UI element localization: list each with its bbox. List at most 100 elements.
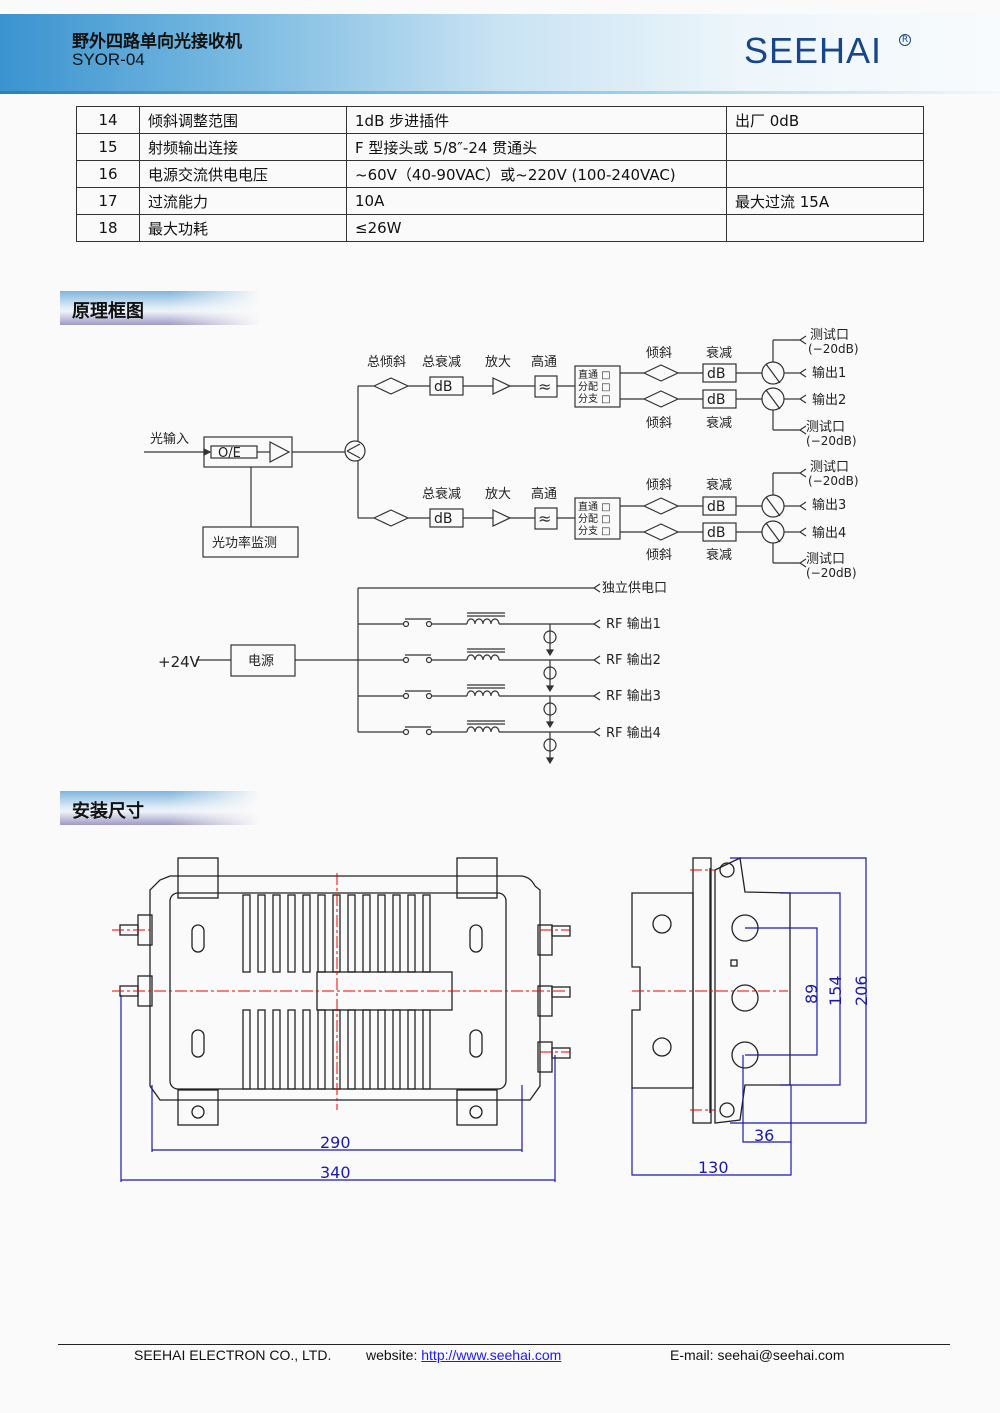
spec-note: 最大过流 15A: [726, 187, 924, 215]
highpass-icon: ≈: [538, 509, 551, 528]
switch-contact: [402, 728, 410, 736]
power-diagram: [196, 583, 601, 765]
tilt-icon: [372, 509, 410, 527]
page-header: [0, 14, 1000, 94]
row-number: 15: [76, 133, 140, 161]
power-monitor-box: [202, 526, 299, 558]
atten-label: 衰减: [706, 477, 732, 493]
spec-value: ≤26W: [346, 214, 727, 242]
inductor-icon: [466, 654, 500, 661]
spec-value: 10A: [346, 187, 727, 215]
test-port-label: 测试口: [810, 328, 849, 343]
port-arrow-icon: [798, 335, 807, 345]
website-label: website:: [366, 1347, 422, 1363]
amplifier-icon: [492, 377, 512, 395]
highpass-label: 高通: [531, 486, 557, 502]
rf-output-label: RF 输出3: [606, 688, 661, 704]
oe-label: O/E: [218, 446, 241, 461]
website-link[interactable]: http://www.seehai.com: [421, 1347, 562, 1363]
amplifier-icon: [492, 509, 512, 527]
port-arrow-icon: [592, 619, 601, 629]
amplifier-icon: [269, 441, 291, 463]
row-number: 14: [76, 106, 140, 134]
section-heading-block-diagram: 原理框图: [60, 291, 260, 325]
splitter-icon: [344, 440, 366, 462]
registered-mark: R: [899, 34, 911, 46]
output-label: 输出4: [812, 525, 846, 541]
port-arrow-icon: [592, 655, 601, 665]
tilt-label: 倾斜: [646, 346, 672, 361]
ground-arrow-icon: [545, 685, 555, 693]
switch-selector-box: [574, 365, 621, 408]
total-atten-label: 总衰减: [422, 486, 461, 502]
switch-option: 直通 □: [578, 500, 611, 513]
test-level-label: (−20dB): [808, 342, 859, 356]
switch-option: 直通 □: [578, 368, 611, 381]
switch-contact: [402, 656, 410, 664]
section-title: 原理框图: [72, 301, 144, 322]
row-number: 16: [76, 160, 140, 188]
total-tilt-label: 总倾斜: [367, 355, 406, 370]
atten-label: 衰减: [706, 547, 732, 563]
power-monitor-label: 光功率监测: [212, 535, 277, 551]
spec-value: ~60V（40-90VAC）或~220V (100-240VAC): [346, 160, 727, 188]
output-label: 输出2: [812, 392, 846, 408]
ground-arrow-icon: [545, 757, 555, 765]
power-input-label: +24V: [158, 653, 201, 671]
switch-option: 分配 □: [578, 381, 611, 393]
spec-value: 1dB 步进插件: [346, 106, 727, 134]
spec-value: F 型接头或 5/8″-24 贯通头: [346, 133, 727, 161]
inductor-icon: [466, 618, 500, 625]
amp-label: 放大: [485, 487, 511, 502]
rf-output-label: RF 输出2: [606, 652, 661, 668]
test-port-label: 测试口: [806, 552, 845, 567]
atten-label: 衰减: [706, 415, 732, 431]
db-label: dB: [434, 511, 453, 527]
footer-email: E-mail: seehai@seehai.com: [670, 1347, 845, 1363]
product-model: SYOR-04: [72, 50, 145, 69]
ground-arrow-icon: [545, 649, 555, 657]
switch-contact: [425, 620, 433, 628]
independent-port-label: 独立供电口: [602, 581, 667, 596]
inductor-icon: [466, 690, 500, 697]
switch-contact: [425, 728, 433, 736]
footer-company: SEEHAI ELECTRON CO., LTD.: [134, 1347, 332, 1363]
rf-output-label: RF 输出4: [606, 725, 661, 741]
spec-item: 电源交流供电电压: [139, 160, 347, 188]
switch-contact: [402, 692, 410, 700]
surge-protector-icon: [543, 666, 557, 680]
spec-note: [726, 214, 924, 242]
spec-item: 射频输出连接: [139, 133, 347, 161]
optical-input-label: 光输入: [150, 431, 189, 447]
test-level-label: (−20dB): [806, 434, 857, 448]
test-port-label: 测试口: [810, 460, 849, 475]
inductor-icon: [466, 726, 500, 733]
surge-protector-icon: [543, 630, 557, 644]
surge-protector-icon: [543, 738, 557, 752]
output-label: 输出1: [812, 365, 846, 381]
tilt-label: 倾斜: [646, 478, 672, 493]
db-label: dB: [707, 392, 726, 408]
footer-website: website: http://www.seehai.com: [366, 1347, 561, 1363]
atten-label: 衰减: [706, 345, 732, 361]
switch-contact: [402, 620, 410, 628]
brand-logo: SEEHAI: [744, 30, 883, 71]
rf-output-label: RF 输出1: [606, 616, 661, 632]
db-label: dB: [434, 379, 453, 395]
switch-option: 分支 □: [578, 393, 611, 405]
spec-note: [726, 160, 924, 188]
switch-option: 分配 □: [578, 513, 611, 525]
tilt-label: 倾斜: [646, 416, 672, 431]
arrow-icon: [203, 448, 212, 456]
output-label: 输出3: [812, 497, 846, 513]
section-title: 安装尺寸: [72, 801, 144, 822]
product-title: 野外四路单向光接收机: [72, 32, 242, 52]
footer-divider: [58, 1344, 950, 1345]
